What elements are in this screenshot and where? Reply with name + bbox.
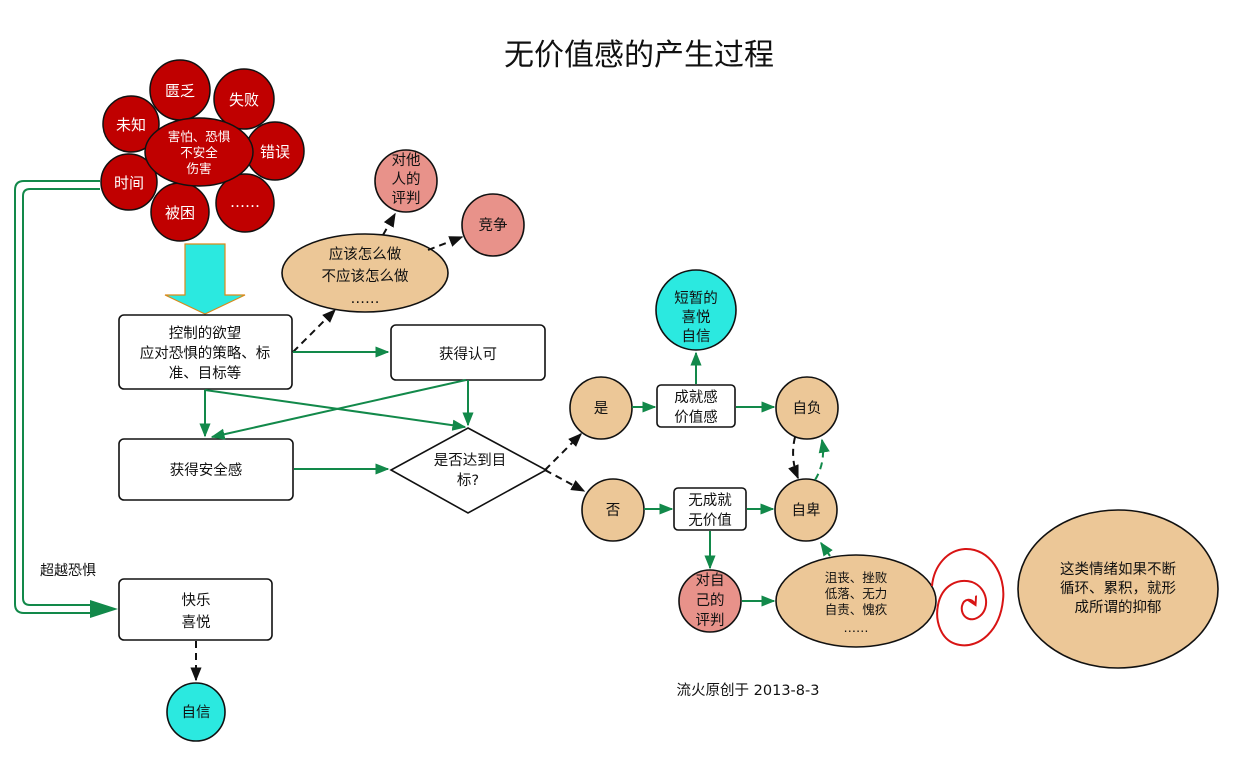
diagram-title: 无价值感的产生过程 <box>504 38 774 73</box>
judge-others-line-2: 人的 <box>392 171 421 188</box>
joy-line-2: 喜悦 <box>182 614 211 631</box>
goal-decision-line-2: 标? <box>457 472 479 489</box>
edge-decision-to-yes <box>544 433 582 471</box>
joy-line-1: 快乐 <box>182 592 211 609</box>
fear-petal-time-label: 时间 <box>114 174 144 192</box>
depression-note-line-1: 这类情绪如果不断 <box>1060 561 1176 578</box>
fear-petal-error-label: 错误 <box>260 143 290 161</box>
should-line-3: …… <box>351 291 380 307</box>
recognition-label: 获得认可 <box>439 346 497 363</box>
judge-self-circle <box>678 569 742 633</box>
arrogance-label: 自负 <box>793 400 822 417</box>
emotions-line-2: 低落、无力 <box>825 586 888 601</box>
should-ellipse <box>281 233 449 313</box>
control-desire-box <box>118 314 293 390</box>
no-achievement-box <box>673 487 747 531</box>
fear-petal-trapped-label: 被困 <box>165 204 195 222</box>
judge-others-line-1: 对他 <box>392 152 421 169</box>
edge-recognition-to-security <box>210 379 467 440</box>
depression-note-line-3: 成所谓的抑郁 <box>1075 599 1162 616</box>
cycle-spiral-icon <box>931 547 1005 647</box>
big-down-arrow-icon <box>164 243 246 315</box>
judge-others-circle <box>374 149 438 213</box>
no-achievement-line-2: 无价值 <box>688 512 732 529</box>
emotions-line-3: 自责、愧疚 <box>825 602 888 617</box>
emotions-ellipse <box>775 554 937 648</box>
fear-petal-unknown-label: 未知 <box>116 116 146 134</box>
fear-petal-more <box>215 173 275 233</box>
fear-petal-failure-label: 失败 <box>229 91 259 109</box>
edge-should-to-compete <box>427 236 464 251</box>
arrogance-circle <box>775 376 839 440</box>
fear-petal-unknown <box>102 95 160 153</box>
confidence-label: 自信 <box>182 704 211 721</box>
short-joy-circle <box>655 269 737 351</box>
judge-self-line-3: 评判 <box>696 612 725 629</box>
judge-others-line-3: 评判 <box>392 190 421 207</box>
edge-inferiority-to-arrogance <box>814 438 830 481</box>
yes-label: 是 <box>594 401 609 417</box>
fear-petal-more-label: …… <box>230 193 260 211</box>
no-achievement-line-1: 无成就 <box>688 492 732 509</box>
achievement-line-2: 价值感 <box>674 409 718 426</box>
connectors <box>190 212 833 682</box>
achievement-box <box>656 384 736 428</box>
security-label: 获得安全感 <box>170 461 243 479</box>
control-line-1: 控制的欲望 <box>169 325 242 342</box>
no-label: 否 <box>606 503 621 519</box>
transcend-arrowhead-icon <box>90 600 118 618</box>
inferiority-circle <box>774 478 838 542</box>
security-box <box>118 438 294 501</box>
inferiority-label: 自卑 <box>792 502 821 519</box>
achievement-line-1: 成就感 <box>674 389 718 406</box>
edge-should-to-judge-others <box>382 212 396 236</box>
emotions-line-1: 沮丧、挫败 <box>825 570 888 585</box>
fear-center-line-2: 不安全 <box>180 145 218 160</box>
should-line-1: 应该怎么做 <box>329 245 402 263</box>
short-joy-line-1: 短暂的 <box>674 290 718 307</box>
should-line-2: 不应该怎么做 <box>322 267 409 285</box>
goal-decision-diamond <box>389 427 548 514</box>
fear-petal-failure <box>213 68 275 130</box>
edge-emotions-to-inferiority <box>820 541 833 557</box>
author-credit: 流火原创于 2013-8-3 <box>677 682 820 699</box>
joy-box <box>118 578 273 641</box>
short-joy-line-3: 自信 <box>682 328 711 345</box>
goal-decision-line-1: 是否达到目 <box>434 452 507 469</box>
depression-note-ellipse <box>1017 509 1219 669</box>
compete-circle <box>461 193 525 257</box>
fear-center-line-3: 伤害 <box>186 161 211 176</box>
short-joy-line-2: 喜悦 <box>682 309 711 326</box>
edge-control-to-should <box>292 309 336 353</box>
control-line-2: 应对恐惧的策略、标 <box>140 344 271 362</box>
control-line-3: 准、目标等 <box>169 364 242 382</box>
compete-label: 竞争 <box>479 216 508 234</box>
fear-petal-lack-label: 匮乏 <box>165 82 195 100</box>
confidence-circle <box>166 682 226 742</box>
transcend-fear-label: 超越恐惧 <box>40 563 96 579</box>
judge-self-line-2: 己的 <box>696 592 725 609</box>
transcend-fear-loop <box>14 180 118 618</box>
fear-cluster: 匮乏 失败 未知 错误 时间 …… 被困 害怕、恐惧 不安全 伤害 <box>100 59 305 242</box>
edge-arrogance-to-inferiority <box>788 436 799 480</box>
fear-petal-time <box>100 153 158 211</box>
fear-center-line-1: 害怕、恐惧 <box>168 129 231 144</box>
fear-center <box>144 117 254 187</box>
depression-note-line-2: 循环、累积，就形 <box>1060 580 1176 597</box>
emotions-line-4: …… <box>844 620 869 635</box>
judge-self-line-1: 对自 <box>696 572 725 589</box>
edge-decision-to-no <box>544 469 586 492</box>
